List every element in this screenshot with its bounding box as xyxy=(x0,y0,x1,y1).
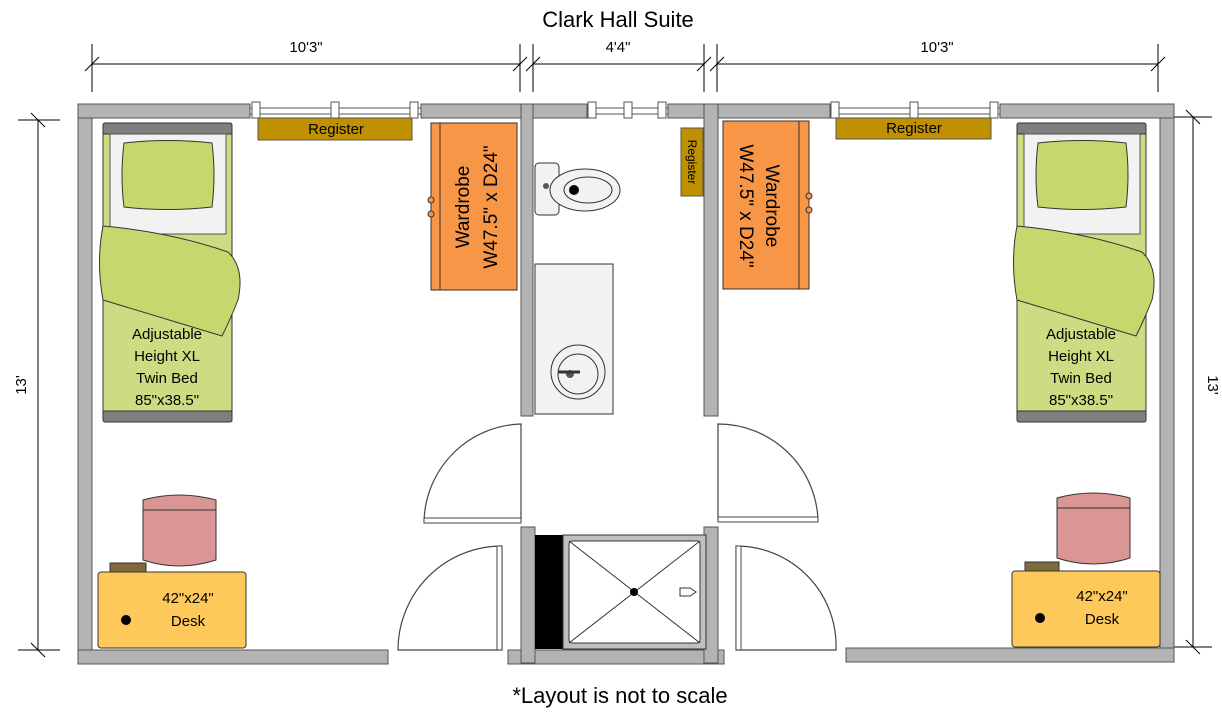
vanity-sink xyxy=(534,263,614,415)
right-desk: 42"x24" Desk xyxy=(1011,561,1161,648)
left-width-label: 10'3" xyxy=(289,39,322,56)
right-door-upper xyxy=(717,423,819,521)
right-desk-label-2: Desk xyxy=(1085,611,1120,628)
lamp-icon xyxy=(1035,613,1045,623)
side-dimensions: 13' 13' xyxy=(13,109,1221,658)
toilet-icon xyxy=(534,162,621,216)
right-pillow xyxy=(1035,140,1129,210)
right-bed-label-3: Twin Bed xyxy=(1050,370,1112,387)
right-chair xyxy=(1056,492,1131,565)
right-bed-label-2: Height XL xyxy=(1048,348,1114,365)
left-room: Register Wardrobe W47.5" x D24" Adjustab… xyxy=(97,117,522,651)
right-width-label: 10'3" xyxy=(920,39,953,56)
right-height-label: 13' xyxy=(1204,375,1221,395)
left-entrance-door xyxy=(397,545,503,651)
bath-register xyxy=(680,127,704,197)
footnote: *Layout is not to scale xyxy=(512,683,727,708)
right-wardrobe-label-2: W47.5" x D24" xyxy=(735,144,756,267)
left-height-label: 13' xyxy=(13,375,30,395)
right-wardrobe-label-1: Wardrobe xyxy=(761,165,782,248)
left-bed-label-1: Adjustable xyxy=(132,326,202,343)
right-register-label: Register xyxy=(886,120,942,137)
right-bed: Adjustable Height XL Twin Bed 85"x38.5" xyxy=(1013,122,1155,423)
bathroom: Register xyxy=(534,127,707,650)
bath-register-label: Register xyxy=(685,140,699,185)
right-wardrobe: Wardrobe W47.5" x D24" xyxy=(722,120,813,290)
left-wardrobe-label-2: W47.5" x D24" xyxy=(481,145,502,268)
left-bed-label-4: 85"x38.5" xyxy=(135,392,199,409)
right-register xyxy=(835,117,992,140)
left-door-upper xyxy=(423,423,522,522)
lamp-icon xyxy=(121,615,131,625)
right-entrance-door xyxy=(735,545,837,651)
left-desk-label-2: Desk xyxy=(171,613,206,630)
left-bed-label-3: Twin Bed xyxy=(136,370,198,387)
bath-width-label: 4'4" xyxy=(606,39,631,56)
left-desk: 42"x24" Desk xyxy=(97,562,247,649)
left-bed-label-2: Height XL xyxy=(134,348,200,365)
left-pillow xyxy=(121,140,215,210)
top-dimensions: 10'3" 4'4" 10'3" xyxy=(84,39,1166,92)
left-desk-label-1: 42"x24" xyxy=(162,590,214,607)
left-register xyxy=(257,117,413,141)
left-wardrobe-label-1: Wardrobe xyxy=(453,166,474,249)
left-bed: Adjustable Height XL Twin Bed 85"x38.5" xyxy=(99,122,241,423)
walls xyxy=(77,103,1175,665)
right-room: Register Wardrobe W47.5" x D24" Adjustab… xyxy=(717,117,1161,651)
shower xyxy=(535,534,707,650)
right-bed-label-1: Adjustable xyxy=(1046,326,1116,343)
left-chair xyxy=(142,494,217,567)
right-bed-label-4: 85"x38.5" xyxy=(1049,392,1113,409)
windows xyxy=(249,101,1001,119)
right-desk-label-1: 42"x24" xyxy=(1076,588,1128,605)
left-register-label: Register xyxy=(308,121,364,138)
left-wardrobe: Wardrobe W47.5" x D24" xyxy=(427,122,518,291)
plan-title: Clark Hall Suite xyxy=(542,7,694,32)
